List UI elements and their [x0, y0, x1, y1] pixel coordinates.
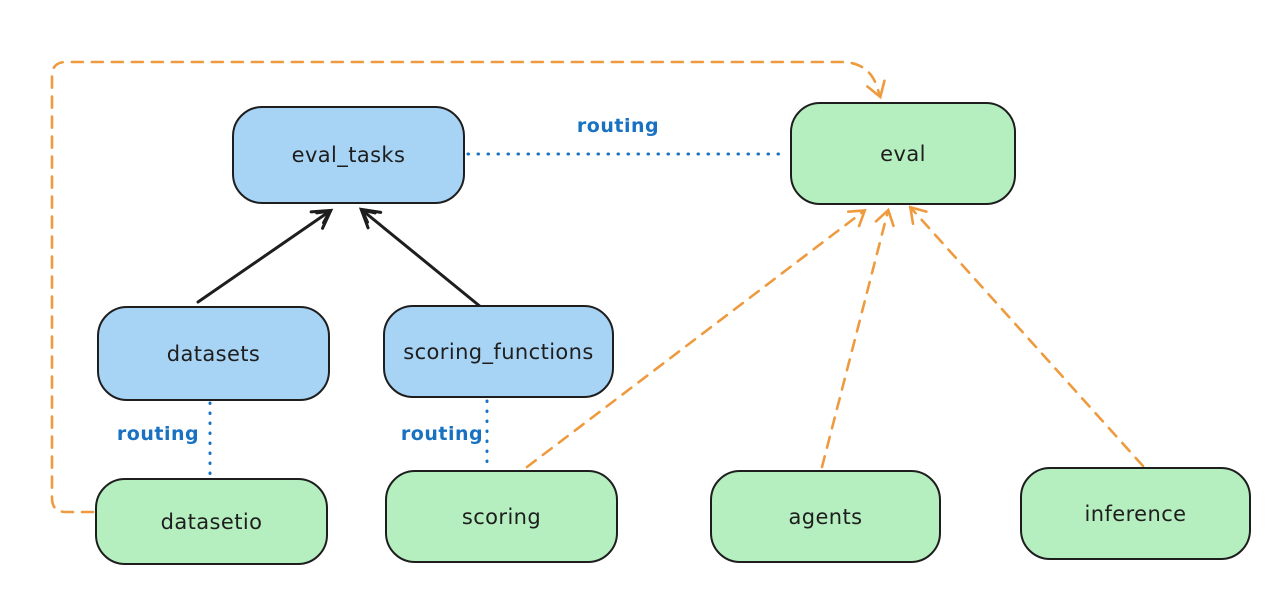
edges-dotted-blue	[208, 152, 790, 477]
node-inference: inference	[1020, 467, 1251, 560]
edge-inference-to-eval	[908, 205, 1145, 468]
routing-label-datasets-datasetio: routing	[116, 423, 200, 445]
node-eval-label: eval	[880, 141, 926, 166]
node-inference-label: inference	[1084, 501, 1187, 526]
edge-agents-to-eval	[820, 207, 895, 469]
node-scoring-label: scoring	[461, 504, 542, 529]
edge-datasets-to-eval-tasks	[196, 208, 334, 304]
node-eval: eval	[790, 102, 1016, 205]
edge-scoring-functions-to-eval-tasks	[358, 207, 489, 314]
edge-datasetio-to-eval	[50, 60, 886, 514]
node-scoring: scoring	[385, 470, 618, 563]
node-datasets: datasets	[97, 306, 330, 401]
node-datasetio: datasetio	[95, 478, 328, 565]
routing-label-scoring-functions-scoring: routing	[400, 423, 484, 445]
node-eval-tasks: eval_tasks	[232, 106, 465, 204]
node-scoring-functions-label: scoring_functions	[403, 339, 594, 364]
edges-solid-black	[196, 207, 489, 314]
node-datasets-label: datasets	[166, 341, 261, 366]
edges-dashed-orange	[50, 60, 1145, 514]
node-eval-tasks-label: eval_tasks	[291, 143, 406, 167]
node-scoring-functions: scoring_functions	[383, 305, 614, 398]
routing-label-eval-tasks-eval: routing	[576, 115, 660, 137]
node-datasetio-label: datasetio	[160, 509, 263, 534]
edge-scoring-to-eval	[525, 208, 867, 469]
node-agents-label: agents	[788, 504, 863, 529]
node-agents: agents	[710, 470, 941, 563]
